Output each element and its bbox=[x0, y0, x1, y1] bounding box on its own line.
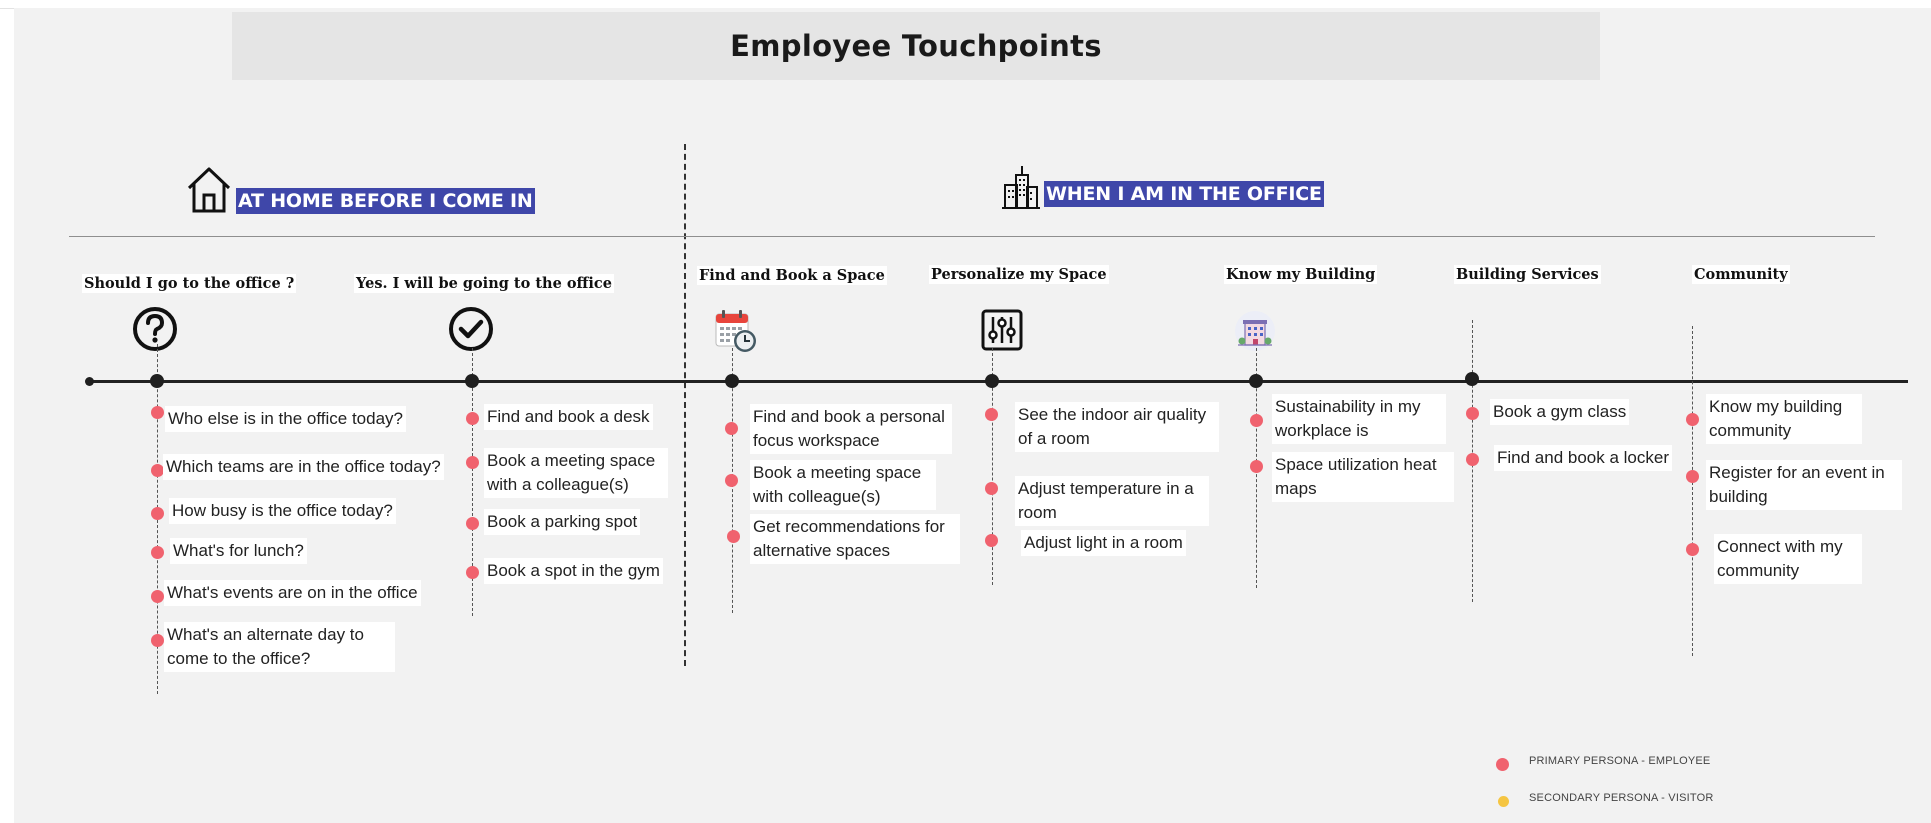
timeline-start-node bbox=[85, 377, 94, 386]
touchpoint-item: Adjust temperature in a room bbox=[1015, 476, 1209, 526]
primary-persona-dot bbox=[725, 474, 738, 487]
phase-divider bbox=[684, 144, 686, 666]
primary-persona-dot bbox=[466, 517, 479, 530]
primary-persona-dot bbox=[1250, 460, 1263, 473]
phase-label-home: AT HOME BEFORE I COME IN bbox=[236, 188, 535, 214]
primary-persona-dot bbox=[466, 456, 479, 469]
touchpoint-item: Find and book a locker bbox=[1494, 445, 1672, 471]
primary-persona-dot bbox=[1686, 470, 1699, 483]
timeline-node bbox=[465, 374, 479, 388]
touchpoint-item: Find and book a desk bbox=[484, 404, 653, 430]
primary-persona-dot bbox=[466, 566, 479, 579]
touchpoint-item: Register for an event in building bbox=[1706, 460, 1902, 510]
touchpoint-item: Find and book a personal focus workspace bbox=[750, 404, 952, 454]
primary-persona-dot bbox=[151, 406, 164, 419]
touchpoint-item: See the indoor air quality of a room bbox=[1015, 402, 1219, 452]
legend-primary-label: PRIMARY PERSONA - EMPLOYEE bbox=[1529, 755, 1711, 767]
touchpoint-item: Connect with my community bbox=[1714, 534, 1862, 584]
touchpoint-item: Book a gym class bbox=[1490, 399, 1630, 425]
touchpoint-item: Adjust light in a room bbox=[1021, 530, 1186, 556]
touchpoint-item: How busy is the office today? bbox=[169, 498, 396, 524]
category-title-should-i-go: Should I go to the office ? bbox=[82, 274, 297, 293]
building-icon bbox=[1235, 311, 1275, 351]
primary-persona-dot bbox=[985, 408, 998, 421]
primary-persona-dot bbox=[1466, 453, 1479, 466]
primary-persona-dot bbox=[151, 590, 164, 603]
primary-persona-dot bbox=[151, 464, 164, 477]
category-stem bbox=[472, 348, 473, 616]
calendar-clock-icon bbox=[715, 310, 756, 352]
primary-persona-dot bbox=[1686, 413, 1699, 426]
primary-persona-dot bbox=[151, 546, 164, 559]
primary-persona-dot bbox=[1250, 414, 1263, 427]
timeline-node bbox=[1249, 374, 1263, 388]
title-banner: Employee Touchpoints bbox=[232, 12, 1600, 80]
legend-primary-dot bbox=[1496, 758, 1509, 771]
sliders-icon bbox=[981, 309, 1023, 351]
primary-persona-dot bbox=[466, 412, 479, 425]
house-icon bbox=[187, 167, 231, 213]
timeline-node bbox=[985, 374, 999, 388]
category-title-find-book-space: Find and Book a Space bbox=[697, 266, 887, 285]
touchpoint-item: What's an alternate day to come to the o… bbox=[164, 622, 395, 672]
touchpoint-item: What's for lunch? bbox=[170, 538, 307, 564]
primary-persona-dot bbox=[985, 534, 998, 547]
check-circle-icon bbox=[449, 307, 493, 351]
category-title-yes-going: Yes. I will be going to the office bbox=[354, 274, 614, 293]
category-stem bbox=[1692, 326, 1693, 656]
primary-persona-dot bbox=[151, 507, 164, 520]
office-building-icon bbox=[1002, 166, 1040, 209]
touchpoint-item: Sustainability in my workplace is bbox=[1272, 394, 1446, 444]
primary-persona-dot bbox=[1686, 543, 1699, 556]
touchpoint-item: Get recommendations for alternative spac… bbox=[750, 514, 960, 564]
primary-persona-dot bbox=[727, 530, 740, 543]
touchpoint-item: Space utilization heat maps bbox=[1272, 452, 1454, 502]
timeline-node bbox=[150, 374, 164, 388]
page-title: Employee Touchpoints bbox=[730, 29, 1102, 63]
primary-persona-dot bbox=[1466, 407, 1479, 420]
diagram-canvas: Employee Touchpoints AT HOME BEFORE I CO… bbox=[14, 8, 1931, 823]
touchpoint-item: Book a meeting space with colleague(s) bbox=[750, 460, 936, 510]
touchpoint-item: What's events are on in the office bbox=[164, 580, 421, 606]
timeline-node bbox=[725, 374, 739, 388]
header-rule bbox=[69, 236, 1875, 237]
question-circle-icon bbox=[133, 307, 177, 351]
category-title-community: Community bbox=[1692, 265, 1790, 284]
touchpoint-item: Book a spot in the gym bbox=[484, 558, 663, 584]
touchpoint-item: Who else is in the office today? bbox=[165, 406, 406, 432]
category-title-personalize-space: Personalize my Space bbox=[929, 265, 1109, 284]
touchpoint-item: Which teams are in the office today? bbox=[163, 454, 444, 480]
touchpoint-item: Book a parking spot bbox=[484, 509, 641, 535]
primary-persona-dot bbox=[985, 482, 998, 495]
primary-persona-dot bbox=[151, 634, 164, 647]
category-title-know-building: Know my Building bbox=[1224, 265, 1378, 284]
phase-label-office: WHEN I AM IN THE OFFICE bbox=[1044, 181, 1324, 207]
timeline-node bbox=[1465, 372, 1479, 386]
touchpoint-item: Know my building community bbox=[1706, 394, 1862, 444]
category-stem bbox=[992, 348, 993, 585]
legend-secondary-dot bbox=[1498, 796, 1509, 807]
primary-persona-dot bbox=[725, 422, 738, 435]
legend-secondary-label: SECONDARY PERSONA - VISITOR bbox=[1529, 792, 1714, 804]
touchpoint-item: Book a meeting space with a colleague(s) bbox=[484, 448, 668, 498]
category-title-building-services: Building Services bbox=[1454, 265, 1601, 284]
